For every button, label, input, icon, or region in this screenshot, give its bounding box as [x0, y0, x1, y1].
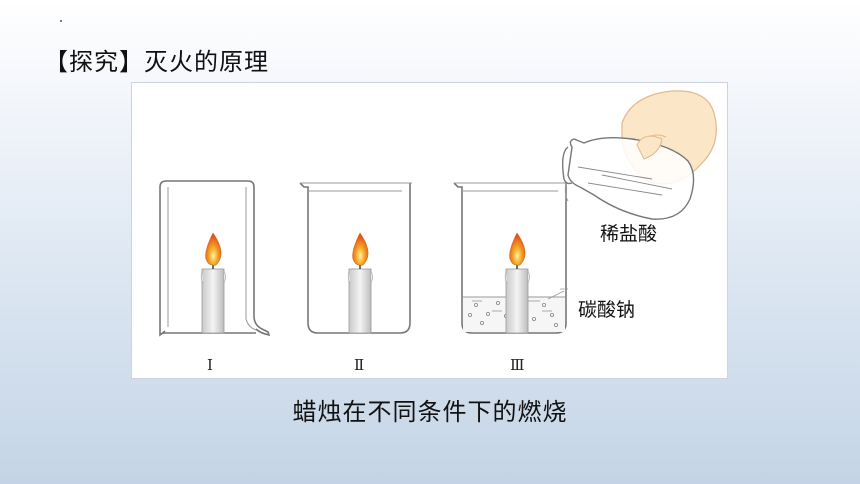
- experiment-illustration: [159, 90, 717, 337]
- carbonate-label: 碳酸钠: [578, 299, 636, 321]
- beaker-3-numeral: Ⅲ: [510, 356, 525, 374]
- candle-3: [504, 232, 530, 334]
- decorative-dot: [60, 20, 62, 22]
- hand-with-bottle: [561, 90, 717, 220]
- beaker-1: [159, 180, 271, 337]
- candle-2: [347, 232, 373, 334]
- carbonate-pointer: [547, 288, 568, 300]
- acid-label: 稀盐酸: [600, 223, 658, 245]
- slide-title: 【探究】灭火的原理: [44, 48, 269, 76]
- beaker-1-numeral: Ⅰ: [207, 356, 213, 374]
- experiment-figure: 稀盐酸 碳酸钠 Ⅰ Ⅱ Ⅲ: [131, 82, 728, 379]
- candle-1: [200, 232, 226, 334]
- beaker-2: [299, 182, 412, 334]
- figure-caption: 蜡烛在不同条件下的燃烧: [292, 398, 568, 426]
- beaker-2-numeral: Ⅱ: [354, 356, 365, 374]
